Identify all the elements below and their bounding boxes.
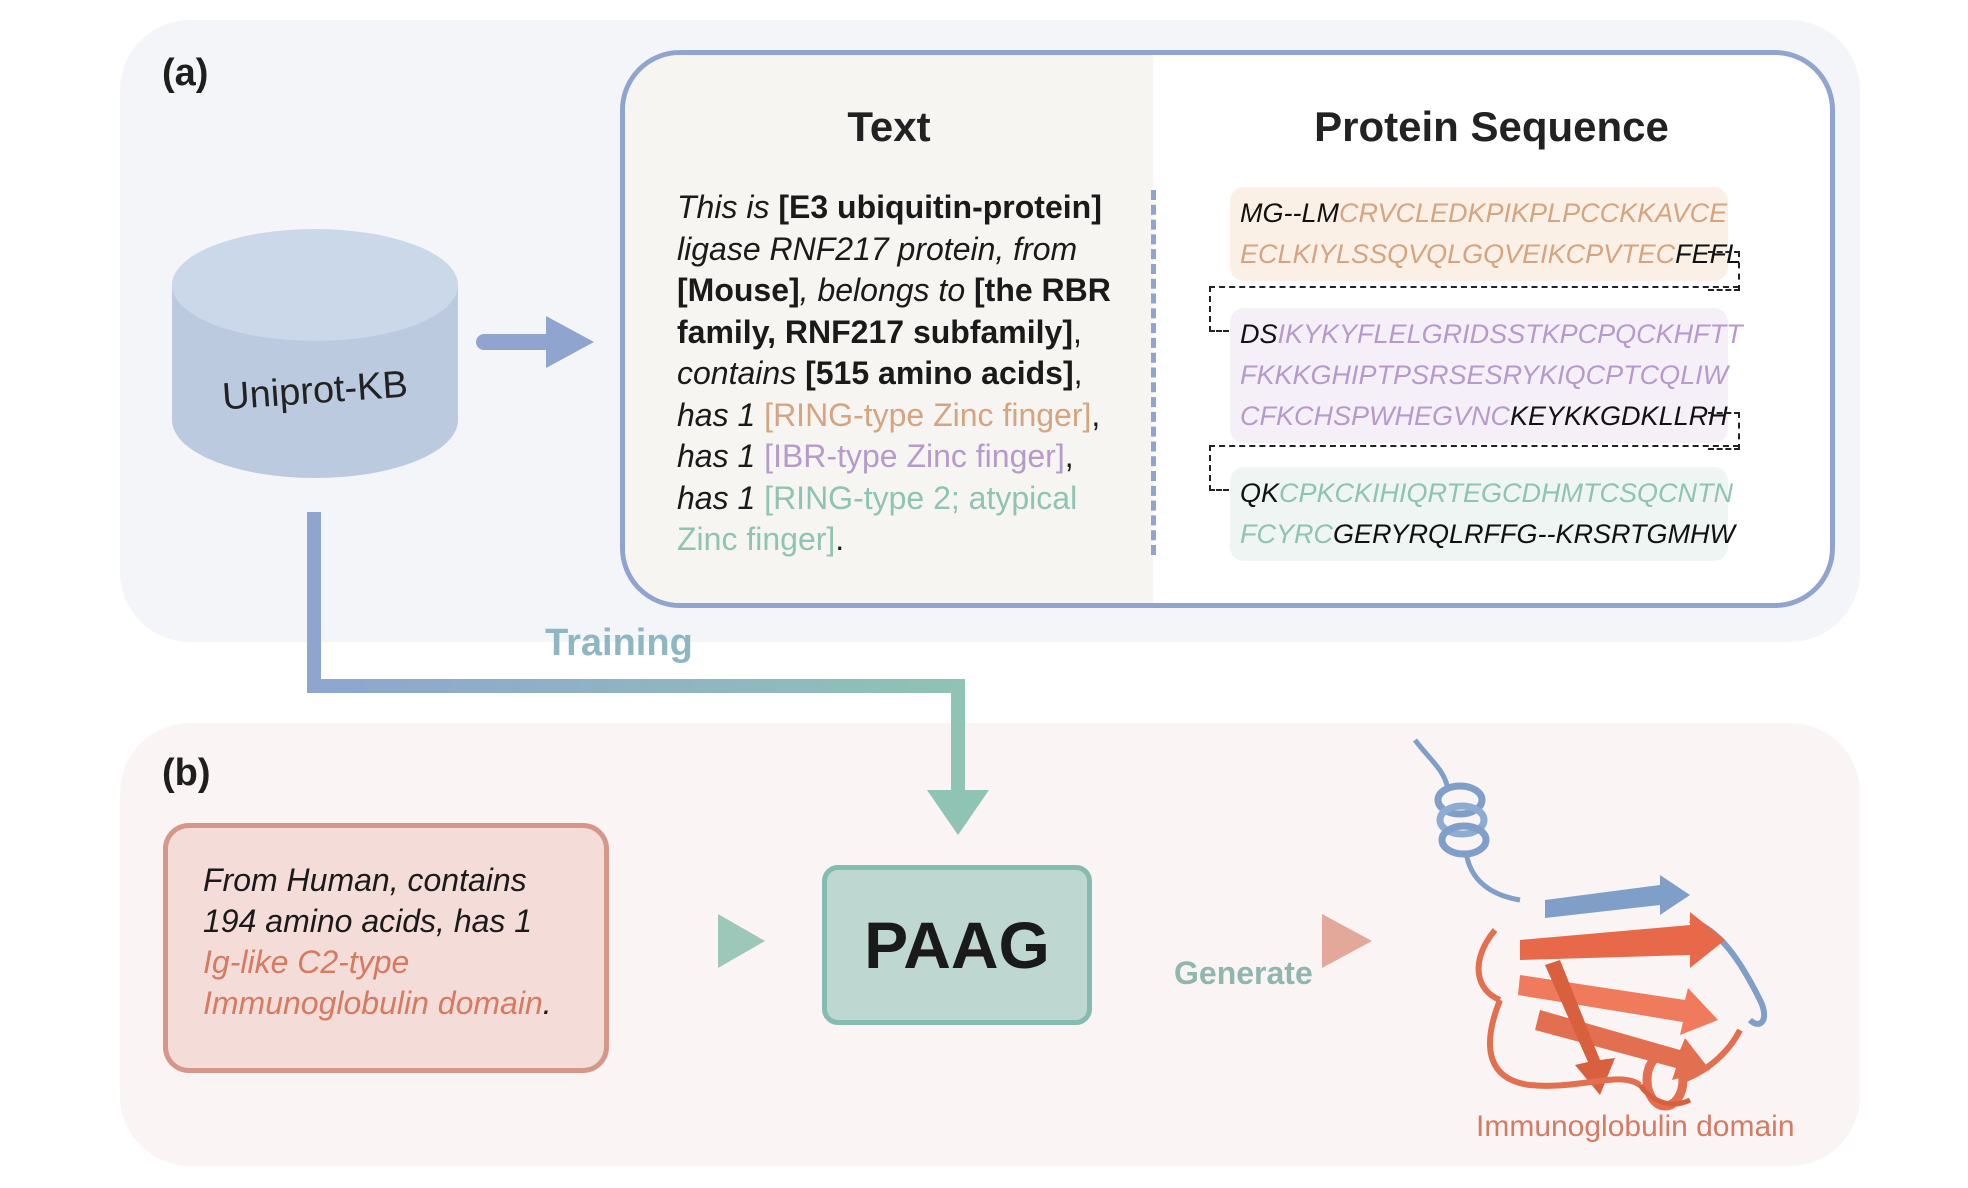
- seq-domain-ibr: IKYKYFLELGRIDSSTKPCPQCKHFTT: [1277, 319, 1743, 349]
- prompt-line: From Human, contains: [203, 862, 527, 898]
- seq-segment: FEFL: [1675, 239, 1742, 269]
- desc-text: , belongs to: [799, 272, 974, 308]
- domain-ring: [RING-type Zinc finger]: [764, 396, 1092, 433]
- model-box: PAAG: [822, 865, 1092, 1025]
- desc-text: contains: [677, 355, 806, 391]
- generate-arrow: [1131, 914, 1372, 968]
- seq-segment: KEYKKGDKLLRH: [1510, 401, 1728, 431]
- database-icon: [172, 229, 458, 478]
- text-column-title: Text: [847, 103, 931, 150]
- sequence-connector: [1209, 286, 1229, 332]
- sequence-block-ring2: QKCPKCKIHIQRTEGCDHMTCSQCNTN FCYRCGERYRQL…: [1230, 467, 1735, 561]
- organism: [Mouse]: [677, 272, 800, 308]
- domain-ring2: Zinc finger]: [677, 521, 836, 557]
- generate-label: Generate: [1174, 955, 1313, 991]
- desc-text: ,: [1073, 355, 1083, 391]
- sequence-connector: [1708, 412, 1740, 450]
- text-sequence-pair-box: Text Protein Sequence This is [E3 ubiqui…: [620, 50, 1835, 608]
- protein-name: [E3 ubiquitin-protein]: [778, 189, 1102, 225]
- column-divider: [1151, 190, 1156, 555]
- desc-text: ,: [1091, 396, 1101, 433]
- sequence-connector: [1209, 445, 1229, 491]
- seq-domain-ibr: FKKKGHIPTPSRSESRYKIQCPTCQLIW: [1240, 360, 1729, 390]
- family: [the RBR: [974, 272, 1111, 308]
- structure-label: Immunoglobulin domain: [1476, 1110, 1795, 1143]
- prompt-domain: Ig-like C2-type: [203, 944, 410, 980]
- seq-segment: GERYRQLRFFG--KRSRTGMHW: [1333, 519, 1735, 549]
- protein-structure-icon: [1413, 738, 1768, 1111]
- desc-text: .: [835, 521, 845, 557]
- sequence-connector: [1209, 445, 1739, 447]
- desc-text: ,: [1064, 438, 1074, 474]
- sequence-length: [515 amino acids]: [805, 355, 1074, 391]
- sequence-connector: [1708, 251, 1740, 291]
- desc-text: has 1: [677, 438, 765, 474]
- sequence-connector: [1209, 286, 1739, 288]
- text-column-background: [625, 55, 1153, 603]
- seq-domain-ring2: CPKCKIHIQRTEGCDHMTCSQCNTN: [1279, 478, 1734, 508]
- seq-segment: DS: [1240, 319, 1278, 349]
- sequence-block-ring: MG--LMCRVCLEDKPIKPLPCCKKAVCE ECLKIYLSSQV…: [1230, 187, 1741, 281]
- desc-text: has 1: [677, 396, 765, 433]
- protein-description: This is [E3 ubiquitin-protein] ligase RN…: [677, 187, 1137, 561]
- seq-domain-ring: ECLKIYLSSQVQLGQVEIKCPVTEC: [1240, 239, 1676, 269]
- seq-domain-ring: CRVCLEDKPIKPLPCCKKAVCE: [1338, 198, 1728, 228]
- desc-text: This is: [677, 189, 779, 225]
- prompt-line: .: [542, 985, 552, 1021]
- desc-text: ligase RNF217 protein, from: [677, 230, 1078, 267]
- desc-text: has 1: [677, 479, 765, 516]
- desc-text: ,: [1072, 313, 1082, 350]
- training-label: Training: [545, 622, 693, 664]
- prompt-box: From Human, contains 194 amino acids, ha…: [163, 823, 609, 1073]
- training-arrow: [307, 512, 989, 835]
- prompt-domain: Immunoglobulin domain: [203, 985, 543, 1021]
- seq-segment: QK: [1240, 478, 1280, 508]
- seq-domain-ring2: FCYRC: [1240, 519, 1333, 549]
- model-name: PAAG: [864, 908, 1050, 982]
- domain-ring2: [RING-type 2; atypical: [764, 479, 1078, 516]
- panel-a-label: (a): [162, 52, 209, 94]
- prompt-to-model-arrow: [635, 914, 765, 968]
- domain-ibr: [IBR-type Zinc finger]: [764, 438, 1065, 474]
- family: family, RNF217 subfamily]: [677, 313, 1073, 350]
- prompt-text: From Human, contains 194 amino acids, ha…: [203, 860, 603, 1024]
- prompt-line: 194 amino acids, has 1: [203, 903, 533, 939]
- input-arrow: [476, 316, 594, 368]
- panel-b-label: (b): [162, 752, 211, 794]
- seq-domain-ibr: CFKCHSPWHEGVNC: [1240, 401, 1511, 431]
- sequence-column-title: Protein Sequence: [1314, 103, 1669, 150]
- seq-segment: MG--LM: [1240, 198, 1339, 228]
- sequence-block-ibr: DSIKYKYFLELGRIDSSTKPCPQCKHFTT FKKKGHIPTP…: [1230, 308, 1743, 443]
